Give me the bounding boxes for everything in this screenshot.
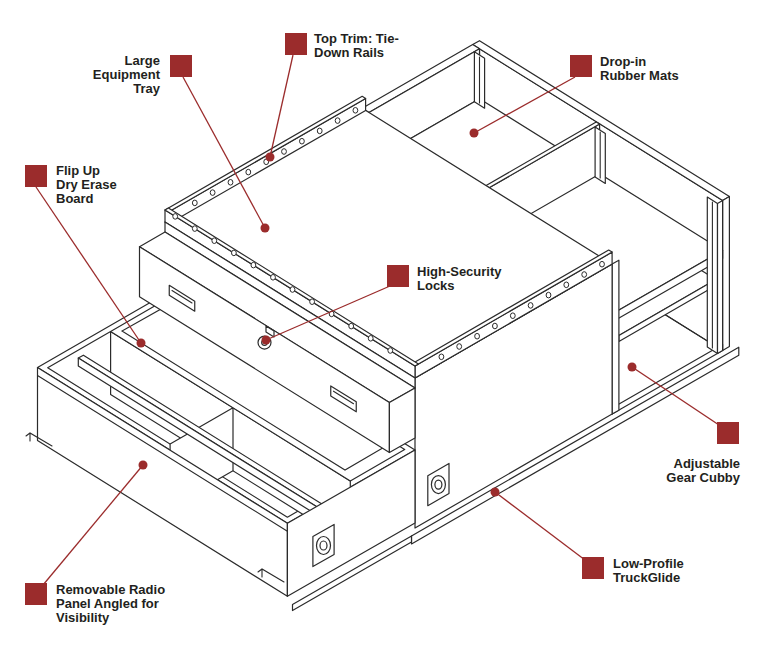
drawer-handle: [169, 285, 195, 311]
leader-dot: [266, 153, 275, 162]
upper-drawer-front: [140, 247, 390, 453]
callout-marker: [387, 265, 409, 287]
upper-drawer-side: [389, 388, 415, 453]
handle-grip: [334, 391, 354, 404]
lock-body: [258, 336, 271, 349]
callout-label: Removable Radio Panel Angled for Visibil…: [56, 583, 196, 625]
callout-marker: [717, 422, 739, 444]
callout-label: Adjustable Gear Cubby: [660, 457, 740, 485]
leader-line: [474, 77, 575, 133]
radio-panel: [38, 368, 288, 597]
callout-marker: [570, 55, 592, 77]
callout-label: Low-Profile TruckGlide: [613, 557, 693, 585]
leader-dot: [628, 363, 637, 372]
channel-post: [707, 197, 717, 353]
leader-dot: [262, 336, 271, 345]
callout-label: Drop-in Rubber Mats: [600, 55, 688, 83]
callout-label: Large Equipment Tray: [88, 54, 160, 96]
lock-tab: [266, 326, 274, 337]
leader-line: [495, 492, 585, 560]
leader-dot: [470, 129, 479, 138]
handle-grip: [172, 291, 192, 304]
channel-post-side: [718, 200, 723, 353]
callout-label: Top Trim: Tie-Down Rails: [314, 32, 414, 60]
leader-dot: [139, 461, 148, 470]
leader-line: [632, 367, 719, 425]
speaker-grille: [431, 476, 445, 494]
mat-shelf-edge: [612, 250, 723, 322]
leader-line: [36, 187, 141, 343]
speaker-cone: [435, 480, 442, 489]
drawer-side: [287, 450, 415, 596]
mat-divider-top: [486, 122, 600, 188]
leader-dot: [491, 488, 500, 497]
speaker-plate: [428, 463, 449, 505]
callout-marker: [582, 557, 604, 579]
callout-marker: [170, 55, 192, 77]
drawer-handle: [331, 386, 357, 412]
channel-line: [600, 132, 601, 178]
callout-marker: [25, 165, 47, 187]
leader-line: [270, 55, 293, 157]
speaker-grille: [317, 537, 331, 555]
leader-line: [183, 77, 265, 228]
speaker-plate: [313, 524, 334, 566]
panel-lip: [38, 376, 288, 532]
channel-line: [712, 202, 713, 348]
leader-line: [266, 286, 390, 340]
slide-latch: [258, 569, 284, 582]
channel-post: [595, 127, 605, 183]
callout-label: Flip Up Dry Erase Board: [56, 164, 122, 206]
rail-top: [412, 250, 612, 366]
leader-line: [43, 465, 143, 585]
callout-label: High-Security Locks: [417, 265, 511, 293]
channel-line: [479, 57, 480, 103]
rail-face: [415, 252, 612, 378]
cubby-floor-edge: [612, 344, 723, 414]
callout-marker: [25, 583, 47, 605]
back-wall-end: [723, 197, 730, 351]
speaker-cone: [320, 541, 327, 550]
leader-dot: [261, 224, 270, 233]
front-post-side: [612, 260, 619, 414]
rail-face: [168, 98, 365, 224]
rail-top: [165, 96, 366, 212]
slide-latch: [26, 433, 52, 446]
callout-marker: [285, 33, 307, 55]
leader-dot: [137, 339, 146, 348]
callouts: [25, 33, 739, 605]
channel-post: [474, 52, 484, 108]
